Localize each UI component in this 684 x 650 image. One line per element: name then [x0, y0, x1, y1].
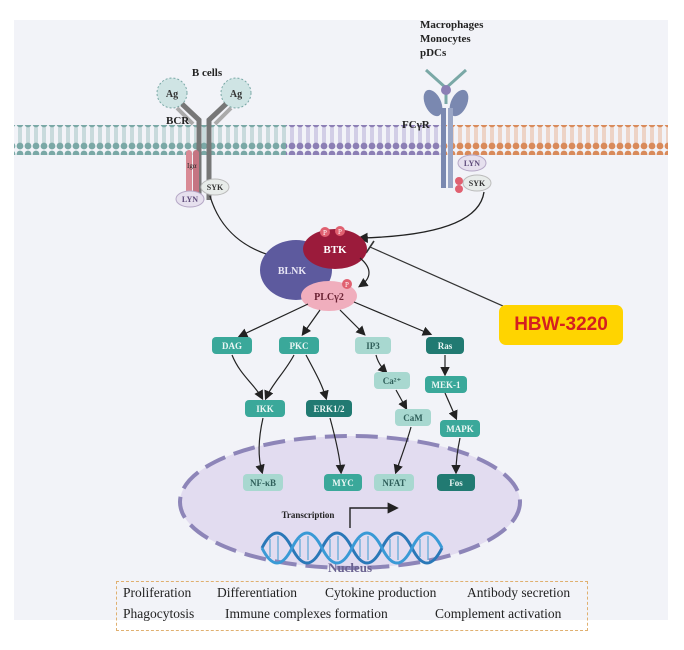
svg-text:DAG: DAG	[222, 341, 242, 351]
antigen-left-label: Ag	[166, 89, 178, 100]
svg-text:ERK1/2: ERK1/2	[313, 404, 345, 414]
node-dag: DAG	[212, 337, 252, 354]
svg-text:CaM: CaM	[403, 413, 423, 423]
inhibition-line	[365, 240, 513, 311]
node-nfkb: NF-κB	[243, 474, 283, 491]
outcome-phagocytosis: Phagocytosis	[123, 606, 195, 621]
syk-right-label: SYK	[469, 179, 486, 188]
btk-label: BTK	[323, 244, 347, 256]
outcome-proliferation: Proliferation	[123, 585, 192, 600]
node-erk: ERK1/2	[306, 400, 352, 417]
blnk-label: BLNK	[278, 266, 307, 277]
phospho-3: P	[345, 281, 349, 289]
node-pkc: PKC	[279, 337, 319, 354]
mid-arrows	[231, 354, 458, 421]
ig-alpha-label: Igα	[187, 162, 197, 170]
phospho-1: P	[323, 229, 327, 237]
transcription-marker: Transcription	[282, 502, 399, 528]
syk-left-label: SYK	[207, 183, 224, 192]
node-ras: Ras	[426, 337, 464, 354]
svg-text:PKC: PKC	[290, 341, 309, 351]
node-ca: Ca²⁺	[374, 372, 410, 389]
nuclear-arrows	[255, 417, 461, 475]
svg-text:IP3: IP3	[366, 341, 380, 351]
node-ikk: IKK	[245, 400, 285, 417]
node-mapk: MAPK	[440, 420, 480, 437]
lyn-right-label: LYN	[464, 159, 480, 168]
fcgr-receptor: Macrophages Monocytes pDCs FCγR LYN SYK	[402, 19, 492, 193]
svg-text:Ras: Ras	[438, 341, 453, 351]
fcgr-label: FCγR	[402, 119, 431, 131]
node-nfat: NFAT	[374, 474, 414, 491]
outcome-cytokine-production: Cytokine production	[325, 585, 437, 600]
svg-text:MYC: MYC	[332, 478, 354, 488]
svg-text:MEK-1: MEK-1	[432, 380, 461, 390]
syk-to-btk-arrow-left	[209, 195, 283, 262]
svg-text:Fos: Fos	[449, 478, 463, 488]
lyn-left-label: LYN	[182, 195, 198, 204]
monocytes-label: Monocytes	[420, 33, 471, 45]
hbw-3220-text: HBW-3220	[514, 314, 608, 335]
node-mek: MEK-1	[425, 376, 467, 393]
btk-complex: BLNK BTK P P PLCγ2 P	[260, 226, 370, 311]
outcome-differentiation: Differentiation	[217, 585, 297, 600]
antigen-right-label: Ag	[230, 89, 242, 100]
hbw-3220-inhibitor-label: HBW-3220	[499, 305, 623, 345]
svg-text:Ca²⁺: Ca²⁺	[383, 376, 402, 386]
pdcs-label: pDCs	[420, 47, 447, 59]
outcome-immune-complexes: Immune complexes formation	[225, 606, 388, 621]
svg-text:IKK: IKK	[256, 404, 274, 414]
svg-text:MAPK: MAPK	[446, 424, 474, 434]
outcomes-box: Proliferation Differentiation Cytokine p…	[116, 581, 588, 631]
node-cam: CaM	[395, 409, 431, 426]
syk-to-btk-arrow-right	[357, 191, 485, 244]
node-fos: Fos	[437, 474, 475, 491]
plc-branch-arrows	[237, 301, 433, 338]
phospho-2: P	[338, 228, 342, 236]
bcr-label: BCR	[166, 115, 190, 127]
svg-text:NF-κB: NF-κB	[250, 478, 276, 488]
nucleus: Nucleus	[178, 434, 522, 575]
node-ip3: IP3	[355, 337, 391, 354]
node-myc: MYC	[324, 474, 362, 491]
svg-text:NFAT: NFAT	[382, 478, 405, 488]
bcr-receptor: B cells Ag Ag BCR Igα LYN SYK	[156, 67, 252, 208]
transcription-label: Transcription	[282, 510, 335, 520]
b-cells-label: B cells	[192, 67, 223, 79]
macrophages-label: Macrophages	[420, 19, 484, 31]
outcome-antibody-secretion: Antibody secretion	[467, 585, 571, 600]
cell-membrane	[14, 125, 668, 155]
outcome-complement-activation: Complement activation	[435, 606, 562, 621]
plcg2-label: PLCγ2	[314, 292, 344, 303]
dna-helix	[260, 531, 444, 565]
